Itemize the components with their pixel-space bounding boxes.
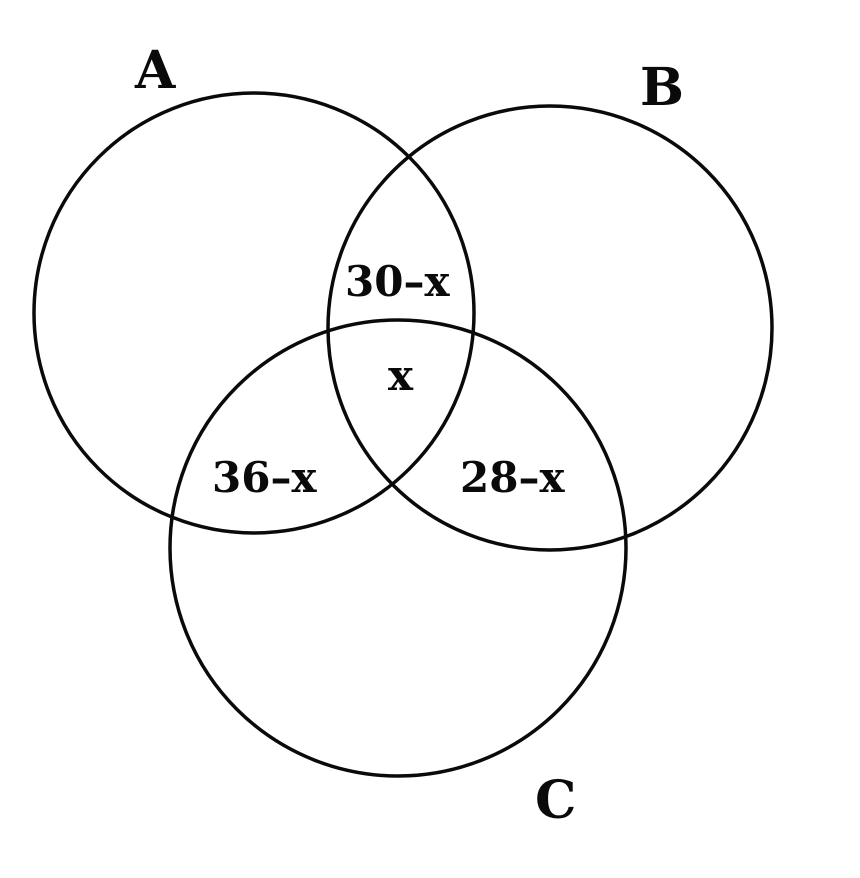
region-label-ac: 36–x (212, 453, 317, 502)
region-label-abc: x (388, 351, 414, 400)
circle-c (168, 318, 628, 778)
region-label-bc: 28–x (460, 453, 565, 502)
circle-a (32, 91, 476, 535)
set-label-b: B (640, 57, 684, 118)
circle-b (326, 104, 774, 552)
region-label-ab: 30–x (345, 257, 450, 306)
set-label-c: C (535, 770, 576, 831)
set-label-a: A (134, 40, 176, 101)
